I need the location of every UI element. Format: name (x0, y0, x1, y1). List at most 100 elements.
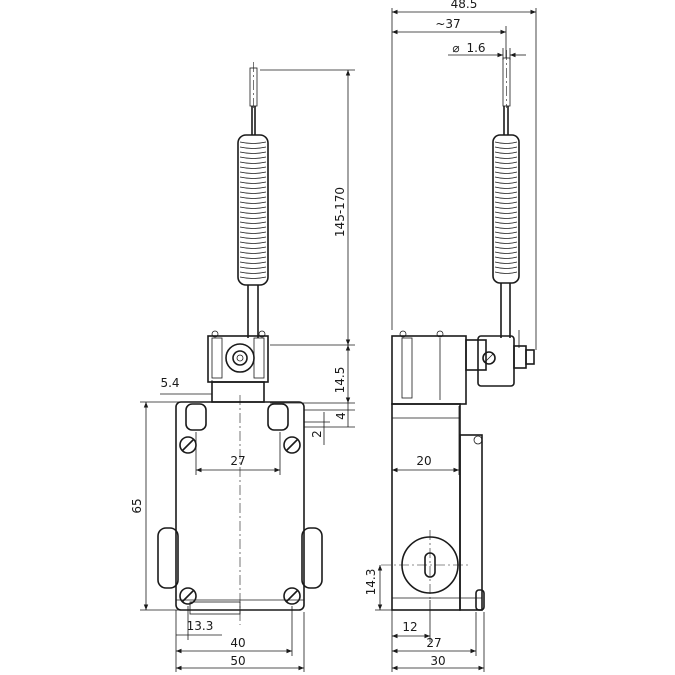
dim-overall-height: 145-170 (260, 69, 355, 346)
screw-icon (283, 587, 301, 605)
dim-step-2-label: 2 (310, 430, 324, 438)
dim-step-4: 4 (304, 403, 355, 428)
spring-coil (239, 241, 267, 244)
front-body (157, 395, 323, 625)
dim-total-depth: 30 (392, 612, 485, 672)
spring-coil (239, 276, 267, 279)
spring-coil (494, 206, 518, 209)
spring-coil (239, 196, 267, 199)
screw-icon (179, 436, 197, 454)
spring-coil (494, 141, 518, 144)
spring-coil (494, 161, 518, 164)
spring-coil (494, 151, 518, 154)
front-head (207, 330, 269, 403)
dim-conduit-height: 14.3 (364, 565, 395, 611)
side-head (391, 330, 467, 405)
spring-coil (494, 186, 518, 189)
side-clamp (465, 330, 535, 387)
spring-coil (239, 166, 267, 169)
spring-coil (494, 171, 518, 174)
spring-coil (239, 176, 267, 179)
dim-wire-diameter-label: 1.6 (466, 41, 485, 55)
dim-hole-spacing-label: 40 (230, 636, 245, 650)
spring-coil (239, 246, 267, 249)
spring-coil (239, 271, 267, 274)
dim-step-2: 2 (304, 412, 330, 445)
dim-conduit-height-label: 14.3 (364, 569, 378, 596)
dim-mount-width-label: 27 (230, 454, 245, 468)
spring-coil (494, 146, 518, 149)
spring-coil (239, 181, 267, 184)
spring-coil (494, 261, 518, 264)
spring-coil (239, 156, 267, 159)
dim-base-depth-label: 27 (426, 636, 441, 650)
spring-coil (494, 236, 518, 239)
spring-coil (494, 211, 518, 214)
spring-coil (494, 226, 518, 229)
dim-conduit-offset: 12 (391, 600, 431, 672)
dim-hole-spacing: 40 (176, 606, 293, 656)
dim-step-4-label: 4 (334, 412, 348, 420)
dim-total-width-label: 48.5 (451, 0, 478, 11)
spring-coil (239, 201, 267, 204)
front-screws (179, 436, 301, 605)
side-wire (502, 50, 511, 135)
dim-head-depth-label: 20 (416, 454, 431, 468)
spring-coil (494, 191, 518, 194)
dim-overall-height-label: 145-170 (333, 187, 347, 237)
spring-coil (239, 211, 267, 214)
spring-coil (494, 166, 518, 169)
spring-coil (239, 266, 267, 269)
screw-icon (179, 587, 197, 605)
dim-body-width: 50 (176, 612, 305, 672)
spring-coil (239, 221, 267, 224)
spring-coil (494, 241, 518, 244)
dim-to-wire-label: ~37 (435, 17, 460, 31)
front-view: 145-170 14.5 4 2 5.4 (130, 62, 355, 672)
dim-lever-offset: 5.4 (160, 376, 213, 402)
spring-coil (494, 256, 518, 259)
spring-coil (239, 141, 267, 144)
spring-coil (494, 231, 518, 234)
spring-coil (239, 191, 267, 194)
spring-coil (239, 171, 267, 174)
spring-coil (239, 186, 267, 189)
dim-head-height: 14.5 (270, 345, 355, 404)
spring-coil (239, 146, 267, 149)
spring-coil (239, 226, 267, 229)
dim-wire-diameter: ⌀ 1.6 (448, 41, 526, 60)
spring-coil (494, 271, 518, 274)
spring-coil (494, 201, 518, 204)
spring-coil (494, 181, 518, 184)
dim-lever-offset-label: 5.4 (160, 376, 179, 390)
spring-coil (239, 161, 267, 164)
spring-coil (494, 196, 518, 199)
dim-hole-offset-label: 13.3 (187, 619, 214, 633)
side-body (381, 403, 485, 611)
dim-hole-offset: 13.3 (175, 606, 222, 672)
spring-coil (239, 251, 267, 254)
side-lever-rod (500, 283, 511, 338)
diameter-symbol-icon: ⌀ (452, 41, 459, 55)
spring-coil (239, 236, 267, 239)
spring-coil (239, 256, 267, 259)
screw-icon (283, 436, 301, 454)
spring-coil (494, 221, 518, 224)
spring-coil (239, 206, 267, 209)
spring-coil (239, 216, 267, 219)
front-lever-rod (247, 285, 259, 338)
spring-coil (239, 151, 267, 154)
dim-head-height-label: 14.5 (333, 367, 347, 394)
side-spring (492, 134, 520, 284)
spring-coil (494, 216, 518, 219)
spring-coil (494, 156, 518, 159)
spring-coil (494, 176, 518, 179)
dim-body-height: 65 (130, 401, 180, 611)
dim-base-depth: 27 (392, 612, 477, 656)
front-spring (237, 134, 269, 286)
dim-total-width: 48.5 (391, 0, 537, 350)
spring-coil (239, 231, 267, 234)
dim-total-depth-label: 30 (430, 654, 445, 668)
front-wire (249, 62, 258, 135)
